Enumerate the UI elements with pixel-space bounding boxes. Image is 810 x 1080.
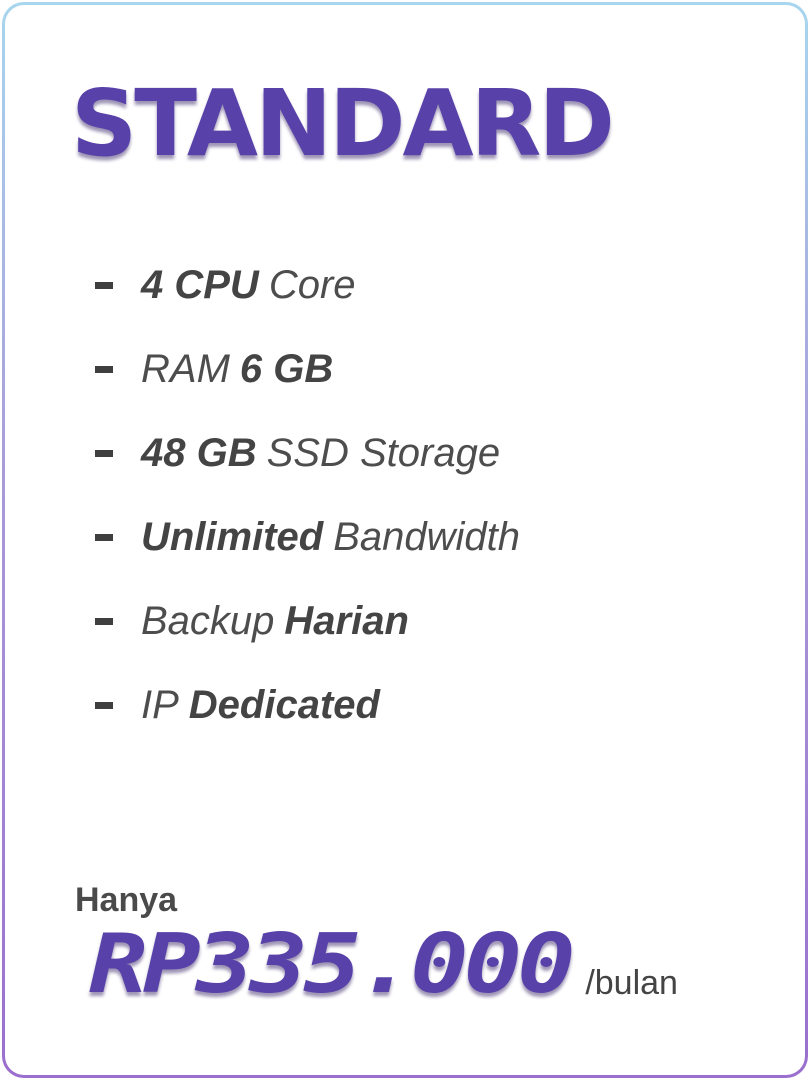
feature-label: IP [141,682,179,727]
feature-label: SSD Storage [266,430,501,475]
feature-list: 4 CPU Core RAM 6 GB 48 GB SSD Storage Un… [91,243,520,747]
dash-bullet-icon [95,449,113,457]
dash-bullet-icon [95,365,113,373]
feature-item-backup: Backup Harian [91,579,520,663]
feature-value: 4 CPU [141,262,259,307]
pricing-card-body: STANDARD 4 CPU Core RAM 6 GB 48 GB SSD S… [5,5,805,1075]
feature-item-ip: IP Dedicated [91,663,520,747]
feature-item-bandwidth: Unlimited Bandwidth [91,495,520,579]
feature-item-ram: RAM 6 GB [91,327,520,411]
feature-value: 6 GB [239,346,334,391]
feature-value: Harian [284,598,409,643]
feature-label: Backup [141,598,275,643]
price-prefix-label: Hanya [75,881,178,919]
feature-value: 48 GB [141,430,257,475]
dash-bullet-icon [95,533,113,541]
feature-label: RAM [141,346,230,391]
price-period: /bulan [585,964,678,1002]
feature-value: Unlimited [141,514,324,559]
feature-value: Dedicated [188,682,380,727]
feature-item-cpu: 4 CPU Core [91,243,520,327]
dash-bullet-icon [95,281,113,289]
feature-label: Core [268,262,356,307]
price-row: RP335.000 /bulan [89,921,678,1009]
feature-label: Bandwidth [333,514,521,559]
dash-bullet-icon [95,701,113,709]
price-amount: RP335.000 [89,917,576,1012]
feature-item-storage: 48 GB SSD Storage [91,411,520,495]
dash-bullet-icon [95,617,113,625]
plan-title: STANDARD [71,70,615,177]
